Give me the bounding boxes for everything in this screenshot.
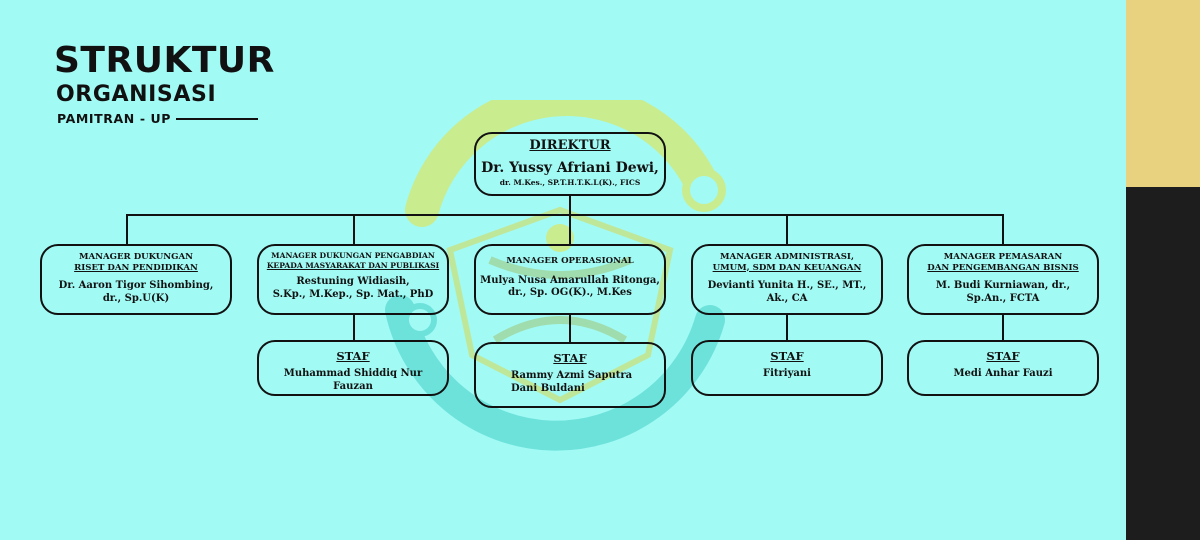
manager-name: M. Budi Kurniawan, dr., Sp.An., FCTA <box>935 280 1071 304</box>
manager-role: MANAGER OPERASIONAL <box>506 256 634 266</box>
manager-name: Restuning Widiasih, S.Kp., M.Kep., Sp. M… <box>272 276 434 300</box>
staff-box-administrasi: STAF Fitriyani <box>691 340 883 396</box>
staff-role: STAF <box>336 349 370 363</box>
page-title: STRUKTUR <box>54 40 275 81</box>
page-subtitle: ORGANISASI <box>56 82 217 107</box>
director-role: DIREKTUR <box>529 138 611 153</box>
accent-bar-gold <box>1126 0 1200 187</box>
manager-box-operasional: MANAGER OPERASIONAL Mulya Nusa Amarullah… <box>474 244 666 315</box>
title-underline <box>176 118 258 120</box>
manager-name: Devianti Yunita H., SE., MT., Ak., CA <box>707 280 867 304</box>
staff-name: Fitriyani <box>763 368 811 379</box>
staff-role: STAF <box>553 351 587 365</box>
staff-name: Medi Anhar Fauzi <box>953 368 1053 379</box>
manager-role: MANAGER ADMINISTRASI,UMUM, SDM DAN KEUAN… <box>712 252 862 273</box>
staff-box-pemasaran: STAF Medi Anhar Fauzi <box>907 340 1099 396</box>
manager-box-administrasi: MANAGER ADMINISTRASI,UMUM, SDM DAN KEUAN… <box>691 244 883 315</box>
staff-box-operasional: STAF Rammy Azmi Saputra Dani Buldani <box>474 342 666 408</box>
staff-role: STAF <box>986 349 1020 363</box>
director-credentials: dr. M.Kes., SP.T.H.T.K.L(K)., FICS <box>499 178 641 187</box>
accent-bar-dark <box>1126 187 1200 540</box>
staff-role: STAF <box>770 349 804 363</box>
manager-name: Dr. Aaron Tigor Sihombing, dr., Sp.U(K) <box>58 280 214 304</box>
staff-name: Muhammad Shiddiq Nur Fauzan <box>283 368 423 392</box>
director-box: DIREKTUR Dr. Yussy Afriani Dewi, dr. M.K… <box>474 132 666 196</box>
organization-name: PAMITRAN - UP <box>57 111 172 126</box>
staff-box-pengabdian: STAF Muhammad Shiddiq Nur Fauzan <box>257 340 449 396</box>
staff-name: Rammy Azmi Saputra Dani Buldani <box>511 370 633 394</box>
director-name: Dr. Yussy Afriani Dewi, <box>481 160 659 176</box>
manager-name: Mulya Nusa Amarullah Ritonga, dr., Sp. O… <box>480 274 660 299</box>
